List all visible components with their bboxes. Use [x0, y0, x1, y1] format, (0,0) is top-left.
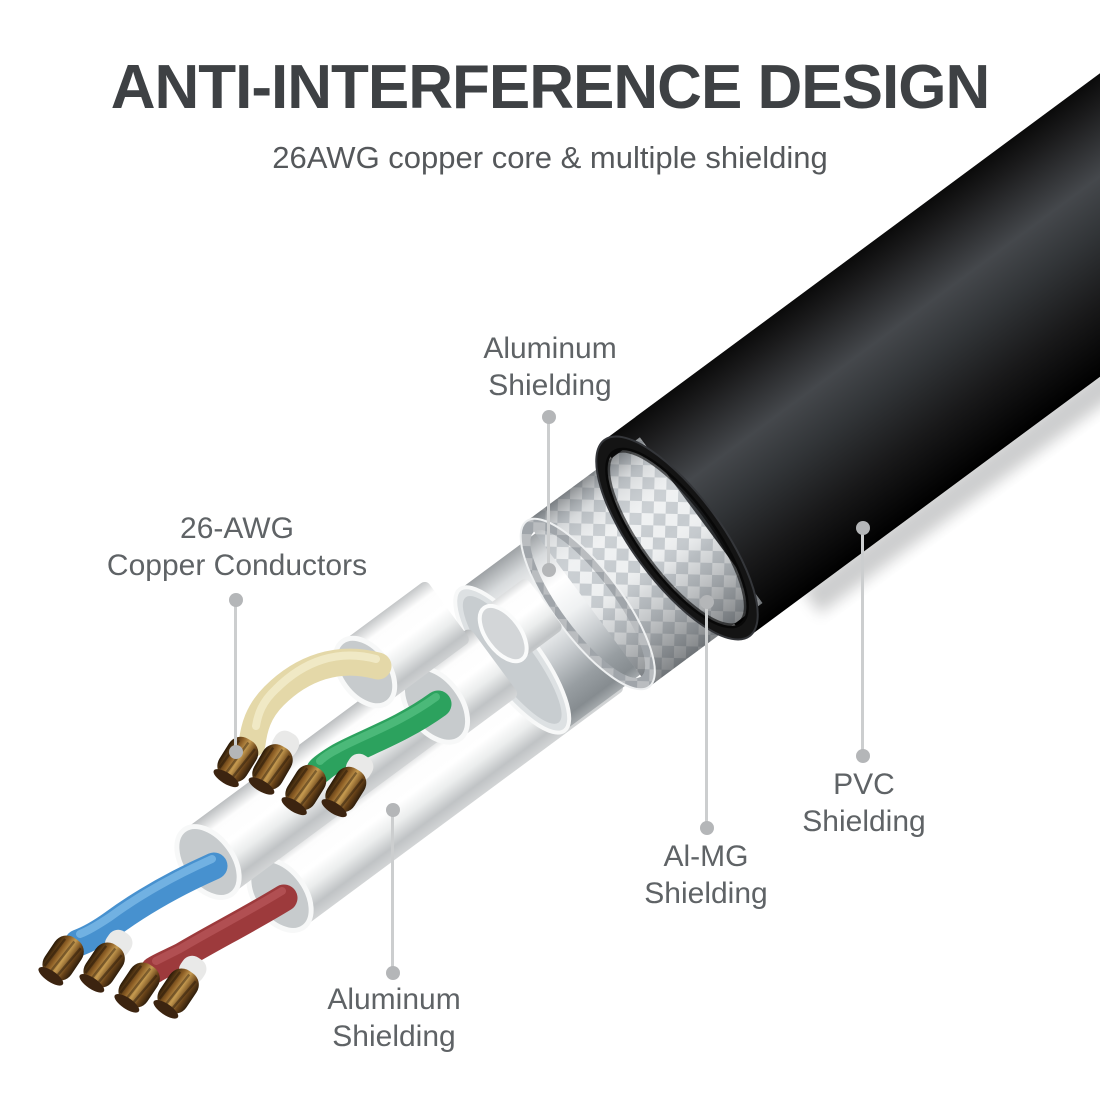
cable-shadow: [802, 149, 1100, 614]
callout-aluminum-shielding-bottom: Aluminum Shielding: [327, 983, 461, 1053]
leader-line-pvc-shielding: [861, 528, 864, 756]
leader-dot: [856, 521, 870, 535]
callout-al-mg-shielding: Al-MG Shielding: [644, 840, 768, 910]
callout-copper-conductors: 26-AWG Copper Conductors: [106, 512, 368, 582]
leader-line-aluminum-bottom: [391, 810, 394, 973]
leader-line-aluminum-top: [547, 417, 550, 570]
pvc-jacket: [600, 0, 1100, 640]
leader-line-copper-conductors: [234, 600, 237, 752]
callout-aluminum-shielding-top: Aluminum Shielding: [483, 332, 617, 402]
wire-green: [306, 690, 452, 784]
leader-line-al-mg-shielding: [705, 602, 708, 828]
leader-dot: [856, 749, 870, 763]
wire-tan: [238, 648, 392, 758]
wire-blue: [64, 852, 228, 957]
leader-dot: [229, 745, 243, 759]
pvc-jacket-end-face: [595, 435, 759, 641]
page-title: ANTI-INTERFERENCE DESIGN: [110, 53, 990, 122]
wire-red: [140, 884, 298, 984]
page-subtitle: 26AWG copper core & multiple shielding: [272, 140, 828, 175]
pair-tube-back: [477, 579, 562, 664]
leader-dot: [542, 410, 556, 424]
leader-dot: [386, 966, 400, 980]
leader-dot: [229, 593, 243, 607]
leader-dot: [386, 803, 400, 817]
leader-dot: [700, 595, 714, 609]
leader-dot: [700, 821, 714, 835]
callout-pvc-shielding: PVC Shielding: [802, 768, 926, 838]
leader-dot: [542, 563, 556, 577]
